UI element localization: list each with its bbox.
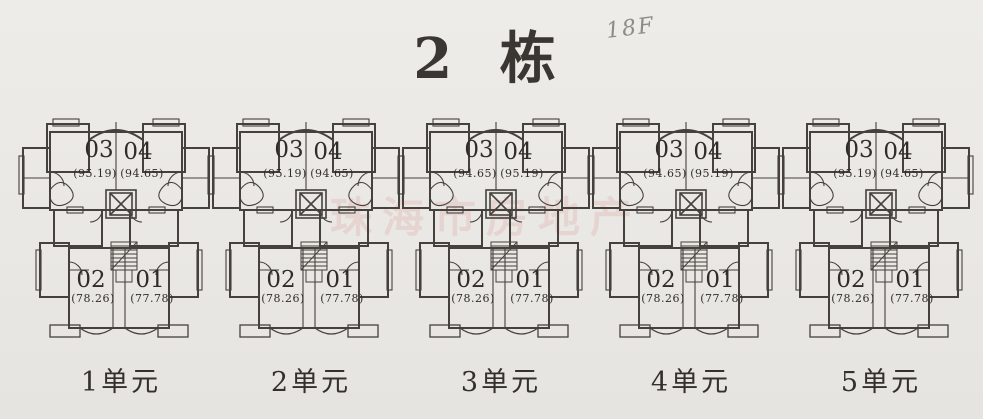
unit-label: 5单元 [840,367,922,398]
apartment-number: 04 [123,139,153,165]
apartment-area: (77.78) [320,292,364,305]
apartment-area: (77.78) [700,292,744,305]
apartment-number: 01 [705,267,735,293]
apartment-number: 02 [456,267,486,293]
apartment-area: (94.65) [880,167,924,180]
apartment-area: (95.19) [263,167,307,180]
apartment-area: (78.26) [451,292,495,305]
floorplan-unit-4: 03 04 (94.65) (95.19) 02 01 (78.26) (77.… [587,110,785,410]
apartment-area: (94.65) [310,167,354,180]
apartment-number: 01 [325,267,355,293]
apartment-number: 03 [844,137,874,163]
apartment-number: 04 [313,139,343,165]
unit-label: 2单元 [270,367,352,398]
unit-label: 4单元 [650,367,732,398]
apartment-area: (78.26) [641,292,685,305]
apartment-area: (95.19) [73,167,117,180]
floorplan-unit-3: 03 04 (94.65) (95.19) 02 01 (78.26) (77.… [397,110,595,410]
apartment-number: 03 [84,137,114,163]
page-title: 2 栋 [413,26,570,92]
apartment-number: 02 [646,267,676,293]
apartment-area: (94.65) [120,167,164,180]
apartment-area: (78.26) [71,292,115,305]
apartment-area: (77.78) [130,292,174,305]
apartment-number: 02 [836,267,866,293]
apartment-area: (95.19) [500,167,544,180]
apartment-number: 03 [654,137,684,163]
apartment-number: 01 [515,267,545,293]
apartment-area: (78.26) [261,292,305,305]
apartment-area: (77.78) [890,292,934,305]
apartment-number: 02 [266,267,296,293]
apartment-number: 03 [464,137,494,163]
apartment-area: (94.65) [643,167,687,180]
apartment-area: (94.65) [453,167,497,180]
apartment-number: 01 [895,267,925,293]
unit-label: 3单元 [460,367,542,398]
apartment-number: 04 [883,139,913,165]
unit-label: 1单元 [80,367,162,398]
apartment-area: (95.19) [833,167,877,180]
floorplan-unit-5: 03 04 (95.19) (94.65) 02 01 (78.26) (77.… [777,110,975,410]
apartment-number: 02 [76,267,106,293]
apartment-number: 01 [135,267,165,293]
apartment-area: (78.26) [831,292,875,305]
floorplan-unit-2: 03 04 (95.19) (94.65) 02 01 (78.26) (77.… [207,110,405,410]
apartment-number: 04 [693,139,723,165]
apartment-number: 03 [274,137,304,163]
apartment-area: (95.19) [690,167,734,180]
apartment-number: 04 [503,139,533,165]
floorplan-unit-1: 03 04 (95.19) (94.65) 02 01 (78.26) (77.… [17,110,215,410]
apartment-area: (77.78) [510,292,554,305]
